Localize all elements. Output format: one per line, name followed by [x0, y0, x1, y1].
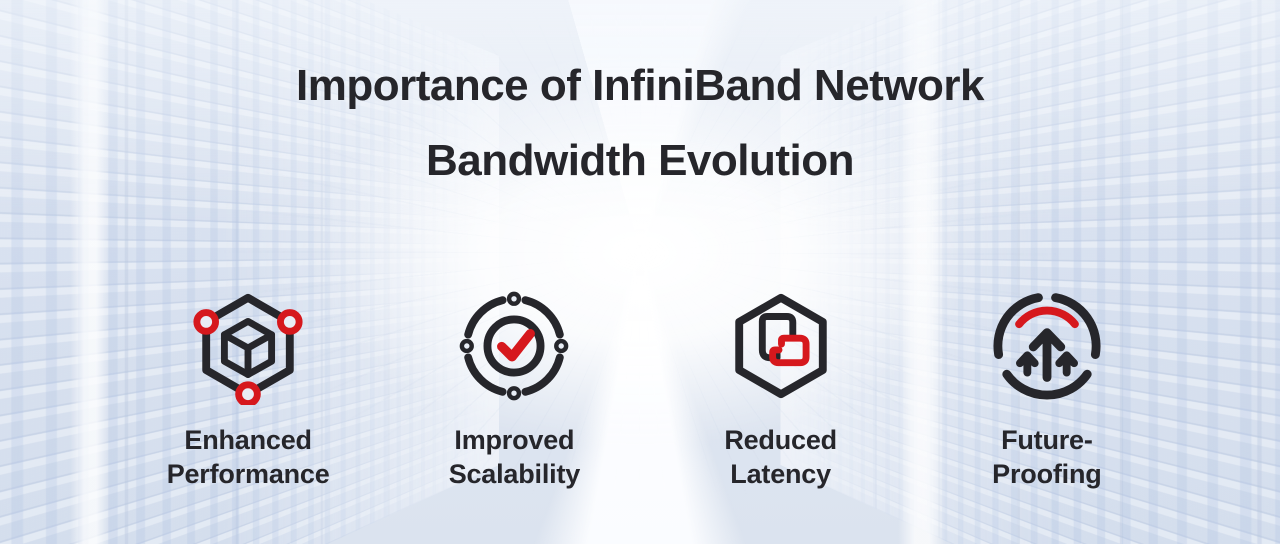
feature-label: Improved Scalability: [448, 425, 581, 489]
feature-future-proofing: Future- Proofing: [914, 287, 1180, 491]
hexagon-data-transfer-icon: [734, 293, 827, 399]
feature-label: Future- Proofing: [992, 425, 1102, 489]
title-line-1: Importance of InfiniBand Network: [295, 61, 985, 110]
title-line-2: Bandwidth Evolution: [425, 136, 855, 185]
feature-label: Enhanced Performance: [166, 425, 330, 489]
circular-growth-arrows-icon: [993, 293, 1101, 400]
hexagon-cube-network-icon: [193, 293, 303, 405]
feature-row: Enhanced Performance Improved Scalabilit…: [115, 287, 1180, 491]
feature-improved-scalability: Improved Scalability: [381, 287, 647, 491]
feature-enhanced-performance: Enhanced Performance: [115, 287, 381, 491]
feature-reduced-latency: Reduced Latency: [648, 287, 914, 491]
page-title: Importance of InfiniBand Network Bandwid…: [0, 48, 1280, 198]
circle-checkmark-icon: [460, 291, 569, 401]
feature-label: Reduced Latency: [724, 425, 837, 489]
